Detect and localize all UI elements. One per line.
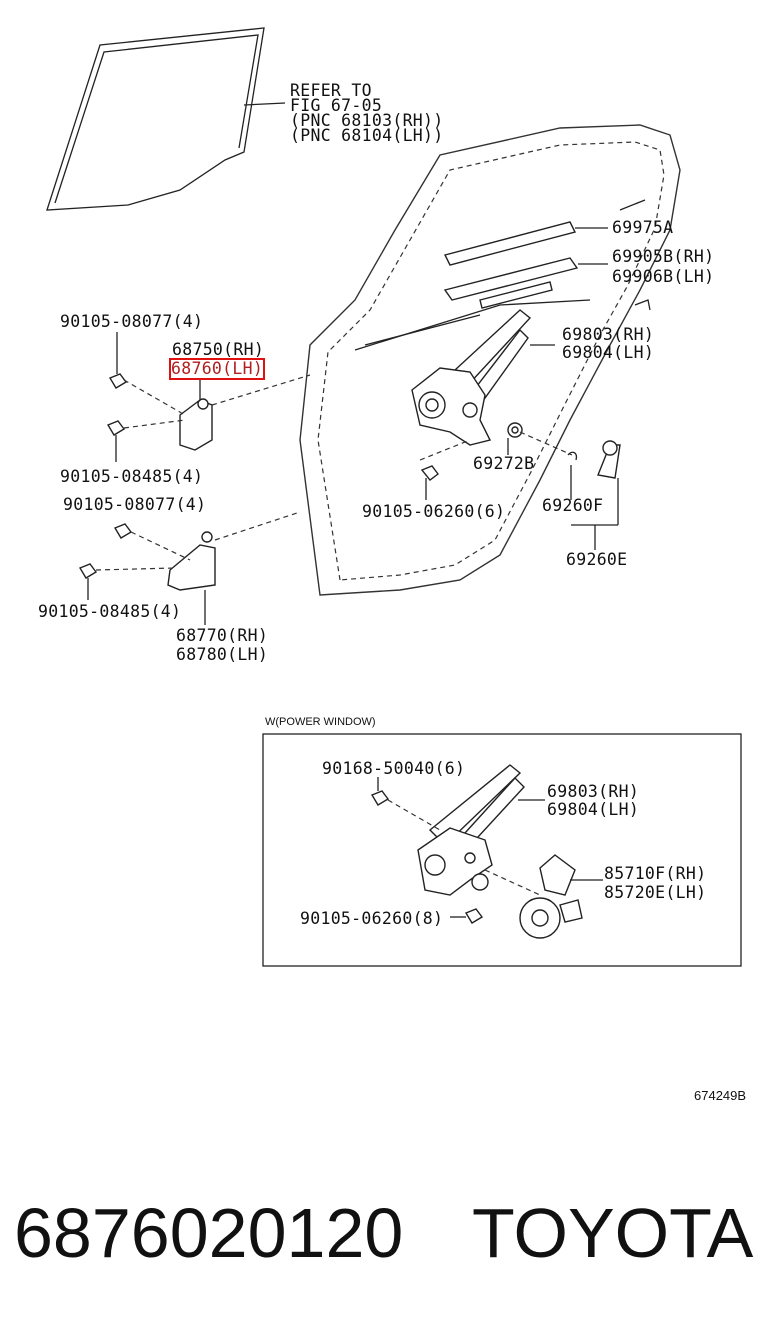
callout-68750[interactable]: 68750(RH) (172, 340, 265, 359)
upper-hinge-drawing (106, 332, 311, 462)
callout-90105-08485-bot[interactable]: 90105-08485(4) (38, 602, 182, 621)
callout-85720e[interactable]: 85720E(LH) (604, 883, 707, 902)
callout-90105-06260-6[interactable]: 90105-06260(6) (362, 502, 506, 521)
window-regulator-drawing (411, 309, 573, 500)
weatherstrip-drawing (443, 221, 608, 309)
power-window-box (262, 733, 742, 967)
callout-68760-highlighted[interactable]: 68760(LH) (168, 358, 266, 380)
callout-90105-08485-top[interactable]: 90105-08485(4) (60, 467, 204, 486)
callout-69975a[interactable]: 69975A (612, 218, 674, 237)
lower-hinge-drawing (78, 511, 301, 625)
callout-90105-08077-bot[interactable]: 90105-08077(4) (63, 495, 207, 514)
refer-line-4: (PNC 68104(LH)) (290, 126, 444, 145)
callout-69803-rh[interactable]: 69803(RH) (562, 325, 655, 344)
callout-69905b[interactable]: 69905B(RH) (612, 247, 715, 266)
callout-69906b[interactable]: 69906B(LH) (612, 267, 715, 286)
callout-90168-50040[interactable]: 90168-50040(6) (322, 759, 466, 778)
refer-line-2: FIG 67-05 (290, 96, 383, 115)
callout-pw-69804-lh[interactable]: 69804(LH) (547, 800, 640, 819)
callout-90105-06260-8[interactable]: 90105-06260(8) (300, 909, 444, 928)
regulator-handle-drawing (567, 440, 621, 550)
callout-85710f[interactable]: 85710F(RH) (604, 864, 707, 883)
refer-line-3: (PNC 68103(RH)) (290, 111, 444, 130)
callout-90105-08077-top[interactable]: 90105-08077(4) (60, 312, 204, 331)
power-window-heading: W(POWER WINDOW) (265, 716, 376, 728)
callout-68780[interactable]: 68780(LH) (176, 645, 269, 664)
brand-name: TOYOTA (472, 1194, 754, 1272)
part-number: 6876020120 (14, 1194, 404, 1272)
refer-line-1: REFER TO (290, 81, 372, 100)
callout-pw-69803-rh[interactable]: 69803(RH) (547, 782, 640, 801)
callout-69272b[interactable]: 69272B (473, 454, 535, 473)
door-frame-drawing (299, 124, 681, 596)
figure-number: 674249B (694, 1088, 747, 1103)
callout-69804-lh[interactable]: 69804(LH) (562, 343, 655, 362)
door-glass-drawing (46, 27, 286, 211)
callout-69260f[interactable]: 69260F (542, 496, 604, 515)
callout-69260e[interactable]: 69260E (566, 550, 628, 569)
callout-68770[interactable]: 68770(RH) (176, 626, 269, 645)
